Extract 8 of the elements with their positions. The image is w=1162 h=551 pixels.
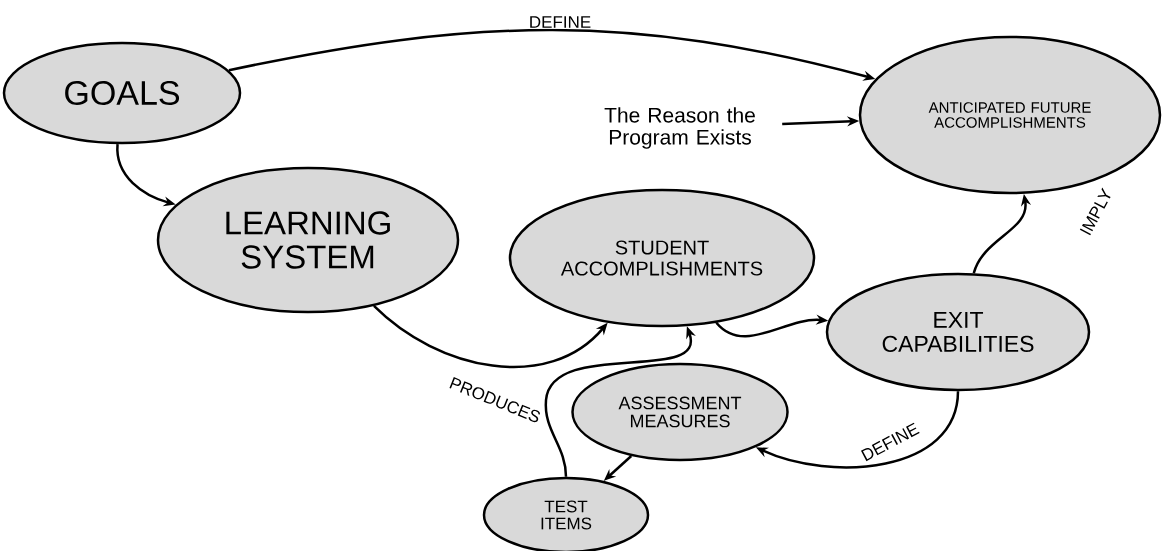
ellipse-node: STUDENT ACCOMPLISHMENTS [508,188,816,328]
ellipse-node: EXIT CAPABILITIES [825,272,1091,392]
ellipse-node: ASSESSMENT MEASURES [571,362,789,462]
ellipse-node: GOALS [2,41,242,145]
ellipse-node: LEARNING SYSTEM [156,166,460,314]
edge-label: DEFINE [527,15,593,29]
note-text: The Reason the Program Exists [604,107,755,149]
ellipse-node: TEST ITEMS [482,476,650,551]
